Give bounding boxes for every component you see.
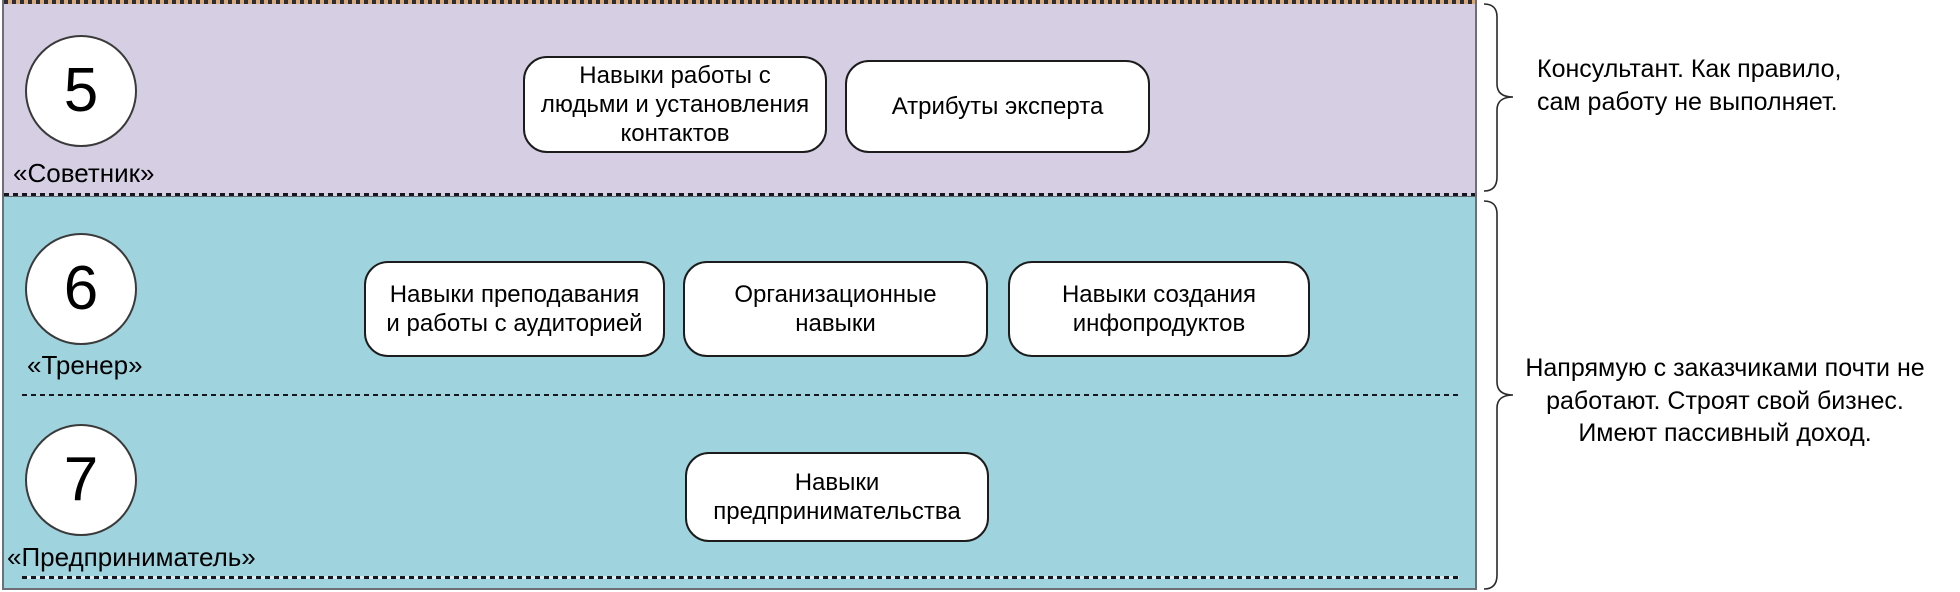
note-advisor: Консультант. Как правило, сам работу не … — [1537, 55, 1842, 116]
level-circle-6: 6 — [25, 233, 137, 345]
band-label-entrepreneur: «Предприниматель» — [7, 542, 256, 572]
skill-box-entrepreneurship: Навыки предпринимательства — [685, 452, 989, 542]
skill-box-expert-attributes: Атрибуты эксперта — [845, 60, 1150, 153]
level-circle-5: 5 — [25, 35, 137, 147]
skill-box-organizational: Организационные навыки — [683, 261, 988, 357]
level-number-7: 7 — [63, 445, 99, 514]
level-number-5: 5 — [63, 56, 99, 125]
skill-box-people-contacts: Навыки работы с людьми и установления ко… — [523, 56, 827, 153]
band-advisor-top-dashed-edge — [4, 0, 1475, 4]
skill-box-teaching-audience: Навыки преподавания и работы с аудиторие… — [364, 261, 665, 357]
note-trainer-entrepreneur: Напрямую с заказчиками почти не работают… — [1525, 354, 1925, 447]
level-circle-7: 7 — [25, 424, 137, 536]
level-number-6: 6 — [63, 254, 99, 323]
skill-box-infoproducts: Навыки создания инфопродуктов — [1008, 261, 1310, 357]
brace-advisor — [1483, 3, 1514, 192]
trainer-entrepreneur-divider — [22, 394, 1459, 396]
brace-trainer-entrepreneur — [1483, 200, 1514, 590]
band-label-trainer: «Тренер» — [27, 350, 143, 380]
band-label-advisor: «Советник» — [13, 158, 155, 188]
band-group-bottom-dashed-edge — [22, 576, 1459, 579]
band-advisor-bottom-dashed-edge — [4, 193, 1475, 196]
